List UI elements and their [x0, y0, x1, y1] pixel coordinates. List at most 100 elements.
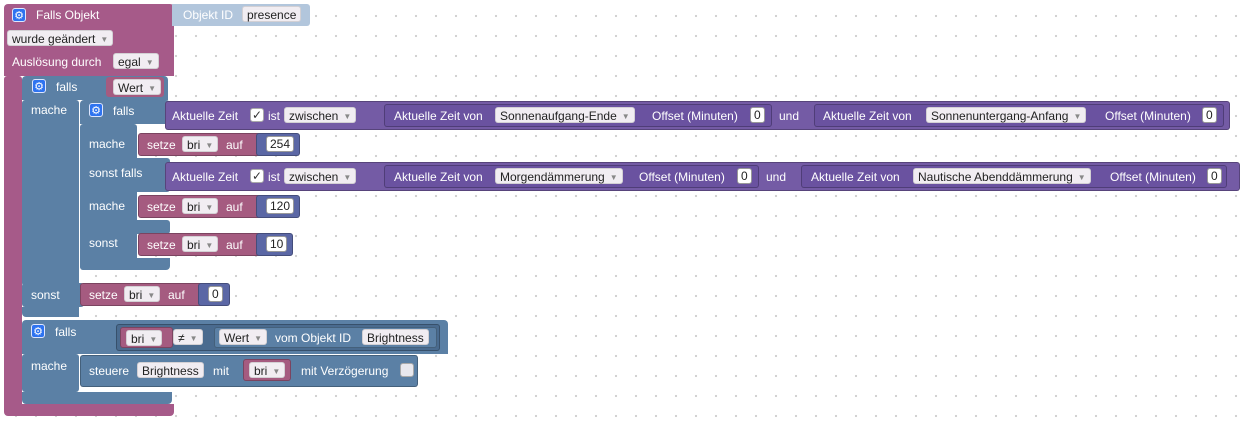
set2-setze: setze — [147, 200, 176, 214]
set4-var-dropdown[interactable]: bri▼ — [124, 286, 161, 302]
time1-ist: ist — [268, 109, 280, 123]
time2-ist: ist — [268, 170, 280, 184]
compare-operator: ≠ — [178, 331, 185, 345]
time1-offset-from-input[interactable]: 0 — [750, 107, 765, 123]
time1-und: und — [779, 109, 800, 123]
control-delay-label: mit Verzögerung — [301, 364, 389, 378]
set1-value-input[interactable]: 254 — [266, 136, 295, 152]
time1-from-label: Aktuelle Zeit von — [394, 109, 483, 123]
time1-operator: zwischen — [289, 109, 339, 123]
time2-from-label: Aktuelle Zeit von — [394, 170, 483, 184]
if-inner-sonst: sonst — [89, 236, 118, 250]
time1-operator-dropdown[interactable]: zwischen ▼ — [284, 107, 357, 123]
chevron-down-icon: ▼ — [621, 112, 630, 121]
value-dropdown[interactable]: Wert ▼ — [113, 79, 162, 95]
if-inner-mache-1: mache — [89, 137, 126, 151]
chevron-down-icon: ▼ — [148, 84, 157, 93]
chevron-down-icon: ▼ — [1073, 112, 1082, 121]
time2-from-event: Morgendämmerung — [500, 170, 605, 184]
object-id-field-brightness[interactable]: Brightness — [362, 329, 429, 345]
time2-offset-from-input[interactable]: 0 — [737, 168, 752, 184]
chevron-down-icon: ▼ — [205, 241, 214, 250]
set3-setze: setze — [147, 238, 176, 252]
if-inner-sonst-falls: sonst falls — [89, 166, 143, 180]
chevron-down-icon: ▼ — [205, 141, 214, 150]
set2-var: bri — [187, 200, 201, 214]
time2-to-label: Aktuelle Zeit von — [811, 170, 900, 184]
set1-var: bri — [187, 138, 201, 152]
gear-icon[interactable]: ⚙ — [89, 103, 103, 117]
gear-icon[interactable]: ⚙ — [31, 324, 45, 338]
if-last-falls: falls — [55, 325, 77, 339]
time1-offset-to-input[interactable]: 0 — [1202, 107, 1217, 123]
object-id-field[interactable]: presence — [242, 6, 302, 22]
time2-from-event-dropdown[interactable]: Morgendämmerung ▼ — [495, 168, 623, 184]
chevron-down-icon: ▼ — [609, 173, 618, 182]
gear-icon[interactable]: ⚙ — [12, 8, 26, 22]
set1-var-dropdown[interactable]: bri ▼ — [182, 136, 219, 152]
gear-icon[interactable]: ⚙ — [32, 79, 46, 93]
if-inner-mache-2: mache — [89, 199, 126, 213]
time2-to-event: Nautische Abenddämmerung — [918, 170, 1073, 184]
control-var-dropdown[interactable]: bri ▼ — [249, 362, 286, 378]
set1-setze: setze — [147, 138, 176, 152]
event-title: Falls Objekt — [36, 8, 100, 22]
time1-from-event: Sonnenaufgang-Ende — [500, 109, 617, 123]
checkbox-checked-icon[interactable]: ✓ — [250, 169, 264, 183]
chevron-down-icon: ▼ — [189, 334, 198, 343]
set2-auf: auf — [226, 200, 243, 214]
chevron-down-icon: ▼ — [343, 173, 352, 182]
set3-var-dropdown[interactable]: bri ▼ — [182, 236, 219, 252]
compare-operator-dropdown[interactable]: ≠▼ — [173, 329, 203, 345]
time1-from-event-dropdown[interactable]: Sonnenaufgang-Ende ▼ — [495, 107, 635, 123]
object-id-label: Objekt ID — [183, 8, 234, 22]
set3-var: bri — [187, 238, 201, 252]
chevron-down-icon: ▼ — [145, 58, 154, 67]
if-outer-mache: mache — [31, 103, 68, 117]
time1-offset-label-2: Offset (Minuten) — [1105, 109, 1191, 123]
set4-auf: auf — [168, 288, 185, 302]
chevron-down-icon: ▼ — [272, 367, 281, 376]
compare-var: bri — [131, 332, 145, 346]
set4-setze: setze — [89, 288, 118, 302]
time2-label: Aktuelle Zeit — [172, 170, 239, 184]
time2-offset-label-1: Offset (Minuten) — [639, 170, 725, 184]
compare-var-dropdown[interactable]: bri ▼ — [126, 330, 163, 346]
time1-to-event-dropdown[interactable]: Sonnenuntergang-Anfang ▼ — [926, 107, 1087, 123]
cause-dropdown[interactable]: egal ▼ — [113, 53, 159, 69]
value-text: Wert — [118, 81, 144, 95]
if-outer-sonst: sonst — [31, 288, 60, 302]
trigger-dropdown[interactable]: wurde geändert▼ — [7, 30, 114, 46]
set2-var-dropdown[interactable]: bri ▼ — [182, 198, 219, 214]
set2-value-input[interactable]: 120 — [266, 198, 295, 214]
set4-var: bri — [129, 288, 143, 302]
cause-label: Auslösung durch — [12, 55, 102, 69]
time2-operator-dropdown[interactable]: zwischen ▼ — [284, 168, 357, 184]
time2-offset-to-input[interactable]: 0 — [1207, 168, 1222, 184]
set1-auf: auf — [226, 138, 243, 152]
value-field-dropdown[interactable]: Wert ▼ — [219, 329, 268, 345]
cause-value: egal — [118, 55, 141, 69]
time2-und: und — [766, 170, 787, 184]
chevron-down-icon: ▼ — [254, 334, 263, 343]
chevron-down-icon: ▼ — [205, 203, 214, 212]
trigger-value: wurde geändert — [12, 32, 96, 46]
time1-label: Aktuelle Zeit — [172, 109, 239, 123]
object-from-label: vom Objekt ID — [275, 331, 352, 345]
if-outer-falls: falls — [56, 80, 78, 94]
time2-to-event-dropdown[interactable]: Nautische Abenddämmerung▼ — [913, 168, 1091, 184]
set4-value-input[interactable]: 0 — [208, 286, 223, 302]
value-field: Wert — [224, 331, 250, 345]
control-mit: mit — [213, 364, 229, 378]
delay-checkbox[interactable] — [400, 363, 414, 377]
checkbox-checked-icon[interactable]: ✓ — [250, 108, 264, 122]
time2-operator: zwischen — [289, 170, 339, 184]
chevron-down-icon: ▼ — [343, 112, 352, 121]
if-inner-falls: falls — [113, 104, 135, 118]
control-object-field[interactable]: Brightness — [137, 362, 204, 378]
chevron-down-icon: ▼ — [149, 335, 158, 344]
time1-to-event: Sonnenuntergang-Anfang — [931, 109, 1069, 123]
control-var: bri — [254, 364, 268, 378]
set3-value-input[interactable]: 10 — [266, 236, 288, 252]
set3-auf: auf — [226, 238, 243, 252]
